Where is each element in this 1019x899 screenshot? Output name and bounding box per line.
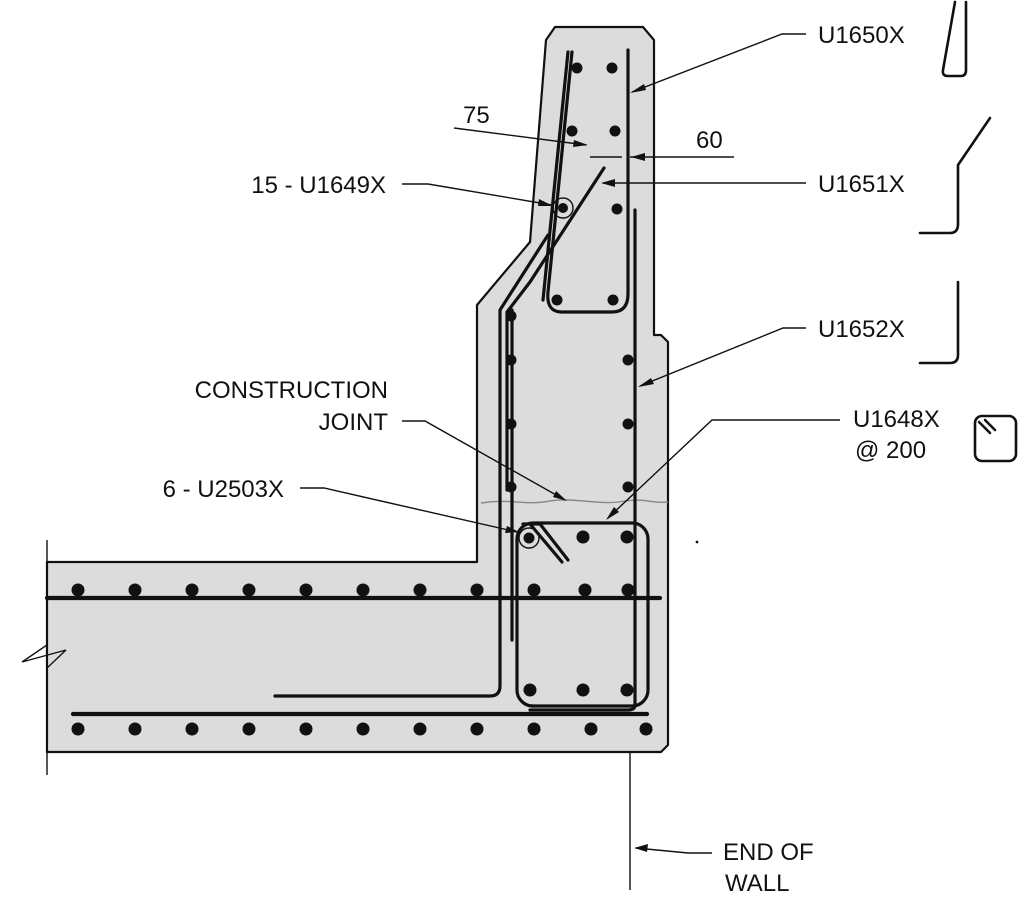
wall-bar-dot	[622, 354, 634, 366]
leader-end-of-wall	[635, 847, 712, 854]
slab-top-dot	[578, 583, 592, 597]
upper-bar-dot	[606, 62, 618, 74]
slab-bottom-bar-dots	[71, 722, 653, 736]
stray-mark	[695, 540, 699, 544]
leader-u1651x-arrow	[601, 179, 615, 187]
u1648x-tie	[515, 521, 650, 708]
break-line	[21, 540, 67, 775]
wall-bar-dot	[505, 354, 517, 366]
slab-bottom-dot	[71, 722, 85, 736]
slab-bottom-dot	[185, 722, 199, 736]
u1650x-stirrup	[546, 48, 630, 314]
label-end-of-wall-line1: END OF	[723, 839, 814, 866]
u2503x-bar	[523, 532, 535, 544]
dimension-60: 60	[590, 127, 734, 161]
slab-top-dot	[621, 583, 635, 597]
label-u1650x: U1650X	[818, 22, 905, 49]
tie-bar-dots	[523, 530, 634, 697]
slab-top-bar-dots	[71, 583, 635, 597]
upper-bar-dot	[566, 125, 578, 137]
shape-u1651x	[918, 116, 992, 235]
upper-bar-dot	[571, 62, 583, 74]
slab-bottom-dot	[470, 722, 484, 736]
label-u1649x: 15 - U1649X	[251, 172, 386, 199]
shape-u1652x	[918, 280, 960, 365]
wall-bar-dot	[505, 481, 517, 493]
shape-u1648x-hook	[977, 418, 997, 435]
slab-top-dot	[413, 583, 427, 597]
wall-bar-dot	[505, 418, 517, 430]
leader-u1652x-arrow	[638, 378, 654, 387]
label-construction-joint-line1: CONSTRUCTION	[195, 377, 388, 404]
shape-u1650x	[941, 0, 968, 78]
label-u2503x: 6 - U2503X	[163, 476, 284, 503]
dimension-75-text: 75	[463, 102, 490, 129]
slab-bottom-dot	[128, 722, 142, 736]
tie-bar-dot	[620, 683, 634, 697]
leader-u1652x	[639, 327, 806, 387]
label-construction-joint-line2: JOINT	[319, 409, 389, 436]
slab-bottom-dot	[584, 722, 598, 736]
wall-bar-dot	[622, 418, 634, 430]
u1649x-bar	[558, 203, 568, 213]
label-end-of-wall-line2: WALL	[725, 870, 789, 897]
label-u1651x: U1651X	[818, 171, 905, 198]
u2503x-bar-ring	[518, 527, 540, 549]
tie-bar-dot	[576, 530, 590, 544]
tie-bar-dot	[576, 683, 590, 697]
upper-bar-dot	[609, 125, 621, 137]
tie-bar-dot	[620, 530, 634, 544]
u1652x-wall-bar-left	[273, 233, 550, 698]
label-u1648x-spacing: @ 200	[855, 437, 926, 464]
dimension-75: 75	[453, 102, 588, 147]
u1649x-bar-ring	[552, 197, 574, 219]
leader-u2503x	[300, 487, 518, 533]
wall-bar-dot	[622, 481, 634, 493]
leader-end-of-wall-arrow	[634, 844, 648, 852]
construction-joint-line	[480, 499, 669, 504]
u1651x-bar	[505, 166, 606, 492]
shape-u1648x	[973, 414, 1018, 463]
slab-top-dot	[128, 583, 142, 597]
upper-bar-dot	[611, 203, 623, 215]
slab-top-dot	[71, 583, 85, 597]
slab-top-dot	[242, 583, 256, 597]
slab-top-dot	[356, 583, 370, 597]
dimension-75-arrow	[573, 140, 588, 147]
dimension-75-line	[453, 127, 587, 146]
tie-bar-dot	[523, 683, 537, 697]
u1650x-stirrup-lip	[541, 50, 570, 302]
label-u1648x: U1648X	[853, 406, 940, 433]
slab-top-dot	[299, 583, 313, 597]
leader-u1649x	[402, 183, 553, 206]
leader-u1648x-arrow	[606, 507, 619, 520]
upper-bar-dots	[551, 62, 623, 306]
leader-u2503x-arrow	[505, 526, 519, 533]
slab-bottom-dot	[527, 722, 541, 736]
leader-u1650x-arrow	[630, 84, 646, 93]
label-u1652x: U1652X	[818, 316, 905, 343]
slab-top-dot	[527, 583, 541, 597]
leader-construction-joint-arrow	[553, 491, 567, 501]
slab-bottom-dot	[639, 722, 653, 736]
leader-construction-joint	[402, 420, 566, 501]
slab-top-dot	[470, 583, 484, 597]
slab-top-dot	[185, 583, 199, 597]
dimension-60-arrow	[631, 153, 645, 161]
leader-u1648x	[607, 419, 840, 519]
wall-bar-dot	[505, 310, 517, 322]
slab-bottom-dot	[299, 722, 313, 736]
slab-bottom-dot	[242, 722, 256, 736]
slab-bottom-dot	[356, 722, 370, 736]
leader-u1650x	[631, 33, 806, 93]
wall-bar-dots	[505, 310, 634, 493]
slab-bottom-dot	[413, 722, 427, 736]
dimension-60-text: 60	[696, 127, 723, 154]
leader-u1649x-arrow	[538, 199, 553, 206]
upper-bar-dot	[607, 294, 619, 306]
upper-bar-dot	[551, 294, 563, 306]
